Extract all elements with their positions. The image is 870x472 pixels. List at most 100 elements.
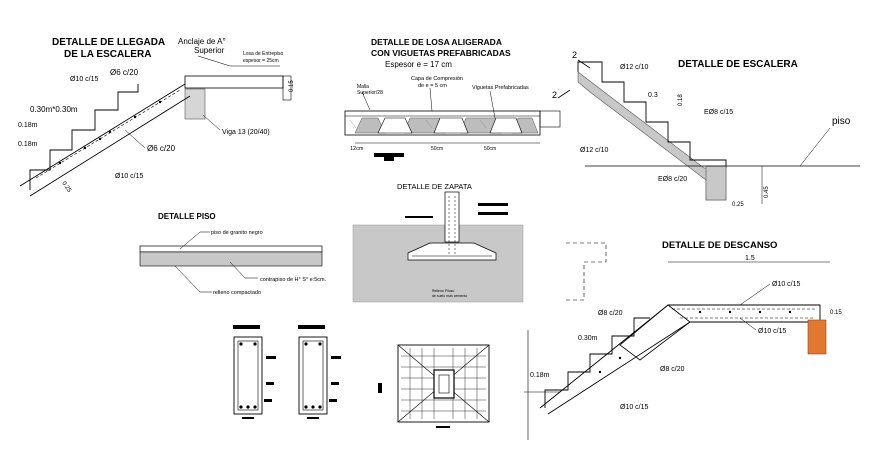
- escalera-dim-018: 0.18: [678, 94, 684, 106]
- slab-dim-box: [282, 75, 292, 101]
- descanso-detail: DETALLE DE DESCANSO 1.5 Ø10 c/15 Ø8 c/20…: [524, 240, 842, 440]
- descanso-dim-015: 0.15: [830, 310, 842, 316]
- descanso-bar-2: Ø8 c/20: [598, 310, 623, 317]
- losa-malla-2: Superior/28: [357, 90, 383, 96]
- escalera-footing: [705, 165, 727, 201]
- section-1-bars: [239, 342, 257, 409]
- escalera-bar-2: EØ8 c/15: [704, 109, 733, 116]
- viguetas-leader: [489, 90, 496, 119]
- escalera-dim-045: 0.45: [764, 186, 770, 198]
- rebar-line: [35, 89, 181, 179]
- section-1-tag-2: [266, 382, 274, 385]
- llegada-dim-side: 0.15: [289, 80, 295, 92]
- section-2-tag-1: [331, 356, 341, 359]
- llegada-title-2: DE LA ESCALERA: [64, 49, 151, 60]
- descanso-title: DETALLE DE DESCANSO: [662, 240, 777, 251]
- section-1-tag-1: [266, 356, 276, 359]
- llegada-beam-label: Viga 13 (20/40): [222, 129, 270, 136]
- escalera-bar-4: EØ8 c/20: [658, 176, 687, 183]
- malla-leader: [361, 91, 371, 111]
- capa-leader: [429, 87, 433, 112]
- zapata-detail: DETALLE DE ZAPATA Relleno Piloso de suel…: [352, 182, 524, 303]
- anchor-leader: [197, 55, 280, 67]
- descanso-flight-top: [539, 304, 669, 409]
- beam-leader: [202, 114, 221, 131]
- llegada-anchor-label-1: Anclaje de A°: [178, 37, 226, 46]
- llegada-slab-label-1: Losa de Entrepiso: [243, 51, 284, 57]
- piso-label-2: contrapiso de H° S° e:5cm.: [260, 277, 327, 283]
- footing-side-mark: [378, 383, 382, 393]
- piso-leader-2: [229, 261, 258, 279]
- descanso-step-dims: 0.30m: [578, 335, 598, 342]
- llegada-slab-label-2: espesor = 25cm: [243, 58, 279, 64]
- piso-title: DETALLE PISO: [158, 212, 216, 221]
- losa-viguetas: Viguetas Prefabricadas: [472, 85, 529, 91]
- escalera-dim-025: 0.25: [732, 202, 744, 208]
- escalera-cut-1: 2: [572, 50, 577, 60]
- piso-label-1: piso de granito negro: [211, 230, 263, 236]
- section-2-tag-3: [329, 399, 337, 402]
- zapata-soil: [352, 224, 524, 303]
- zapata-note-2: de suelo mas cemento: [432, 294, 467, 298]
- descanso-bar-5: Ø10 c/15: [620, 404, 649, 411]
- descanso-bar-1: Ø10 c/15: [772, 281, 801, 288]
- piso-granite-layer: [139, 245, 323, 253]
- footing-plan: [378, 344, 490, 428]
- descanso-rebar-dots: [598, 310, 792, 374]
- escalera-detail: DETALLE DE ESCALERA 2 2 piso Ø12 c/10 0.…: [552, 50, 860, 208]
- section-1-label-bar: [233, 325, 260, 329]
- beam-sections: [233, 325, 341, 419]
- losa-dim-12: 12cm: [350, 146, 364, 152]
- zapata-column: [444, 191, 460, 243]
- escalera-bar-3: Ø12 c/10: [580, 147, 609, 154]
- footing-grid: [401, 348, 486, 419]
- bar-leader: [124, 129, 146, 149]
- llegada-bar-bot: Ø10 c/15: [115, 173, 144, 180]
- losa-joists: [377, 117, 523, 134]
- footing-column-stirrup: [438, 374, 450, 394]
- llegada-title-1: DETALLE DE LLEGADA: [52, 37, 165, 48]
- section-2-outline: [298, 336, 328, 415]
- descanso-leader-2: [739, 317, 757, 331]
- llegada-riser-1: 0.18m: [18, 122, 38, 129]
- descanso-steps: [544, 317, 650, 408]
- section-2-tag-2: [331, 382, 339, 385]
- losa-end-detail: [539, 110, 561, 128]
- losa-capa-1: Capa de Compresión: [411, 76, 463, 82]
- llegada-step-dims: 0.30m*0.30m: [30, 105, 78, 114]
- losa-label-bar-2: [384, 157, 394, 161]
- piso-leader-1: [179, 231, 210, 250]
- descanso-dashed-steps: [566, 242, 607, 301]
- escalera-dim-03: 0.3: [648, 92, 658, 99]
- descanso-brick-wall: [807, 319, 827, 355]
- zapata-title: DETALLE DE ZAPATA: [397, 182, 472, 191]
- section-1-outline: [233, 336, 263, 415]
- piso-contrapiso-layer: [139, 251, 323, 267]
- section-2-label-bar: [298, 325, 325, 329]
- llegada-bar-top-1: Ø6 c/20: [110, 68, 139, 77]
- flight-bottom-line: [29, 95, 191, 197]
- footing-column: [433, 369, 455, 399]
- slab-section: [184, 75, 284, 89]
- piso-label-3: relleno compactado: [213, 290, 261, 296]
- losa-label-bar-1: [374, 153, 404, 157]
- beam-section: [184, 88, 206, 120]
- zapata-label-bar-1: [478, 203, 508, 206]
- llegada-detail: DETALLE DE LLEGADA DE LA ESCALERA Anclaj…: [18, 37, 295, 197]
- section-2-stirrup: [302, 340, 324, 411]
- losa-dim-a: 50cm: [431, 146, 443, 152]
- losa-detail: DETALLE DE LOSA ALIGERADA CON VIGUETAS P…: [344, 37, 561, 161]
- section-1-dim-mark: [242, 417, 254, 419]
- piso-detail: DETALLE PISO piso de granito negro contr…: [139, 212, 327, 296]
- zapata-label-bar-2: [478, 212, 508, 215]
- piso-leader-3: [174, 265, 212, 293]
- descanso-knee: [619, 304, 691, 361]
- steps-outline: [29, 84, 139, 190]
- losa-title-2: CON VIGUETAS PREFABRICADAS: [371, 48, 511, 58]
- zapata-level-mark: [405, 216, 433, 218]
- descanso-leader-1: [739, 283, 771, 306]
- flight-top-line: [19, 83, 186, 187]
- section-2-dim-mark: [307, 417, 319, 419]
- escalera-title: DETALLE DE ESCALERA: [678, 59, 798, 70]
